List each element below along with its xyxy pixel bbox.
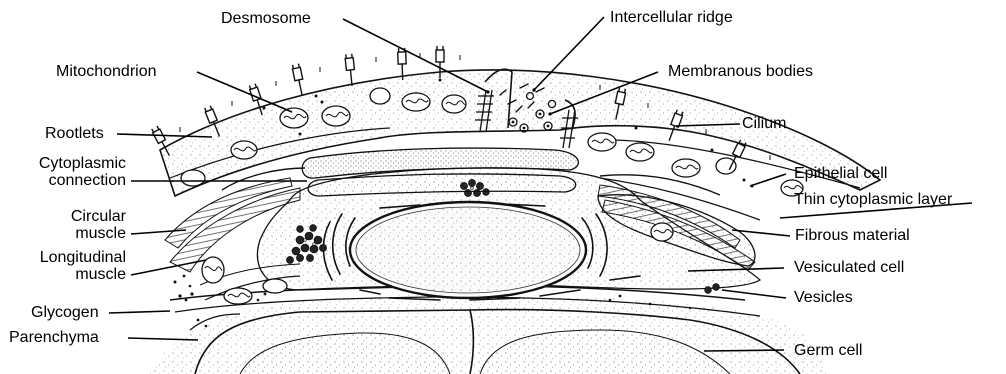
label-longitudinal-muscle-line1: Longitudinal [8, 249, 126, 266]
label-cytoplasmic-connection-line1: Cytoplasmic [8, 155, 126, 172]
label-cytoplasmic-connection: Cytoplasmic connection [8, 155, 126, 189]
label-longitudinal-muscle: Longitudinal muscle [8, 249, 126, 283]
label-circular-muscle-line1: Circular [8, 208, 126, 225]
label-cytoplasmic-connection-line2: connection [8, 172, 126, 189]
label-cilium: Cilium [742, 115, 786, 132]
label-rootlets: Rootlets [45, 125, 104, 142]
label-epithelial-cell: Epithelial cell [794, 165, 887, 182]
label-circular-muscle: Circular muscle [8, 208, 126, 242]
label-parenchyma: Parenchyma [9, 329, 99, 346]
label-desmosome: Desmosome [221, 10, 311, 27]
label-germ-cell: Germ cell [794, 342, 862, 359]
label-thin-cytoplasmic-layer: Thin cytoplasmic layer [794, 191, 952, 208]
label-circular-muscle-line2: muscle [8, 225, 126, 242]
label-vesicles: Vesicles [794, 289, 853, 306]
label-longitudinal-muscle-line2: muscle [8, 266, 126, 283]
label-intercellular-ridge: Intercellular ridge [610, 9, 733, 26]
label-fibrous-material: Fibrous material [795, 227, 910, 244]
label-mitochondrion: Mitochondrion [56, 63, 157, 80]
label-vesiculated-cell: Vesiculated cell [794, 259, 904, 276]
label-glycogen: Glycogen [31, 304, 99, 321]
germ-cell-region [150, 294, 830, 374]
label-membranous-bodies: Membranous bodies [668, 63, 813, 80]
